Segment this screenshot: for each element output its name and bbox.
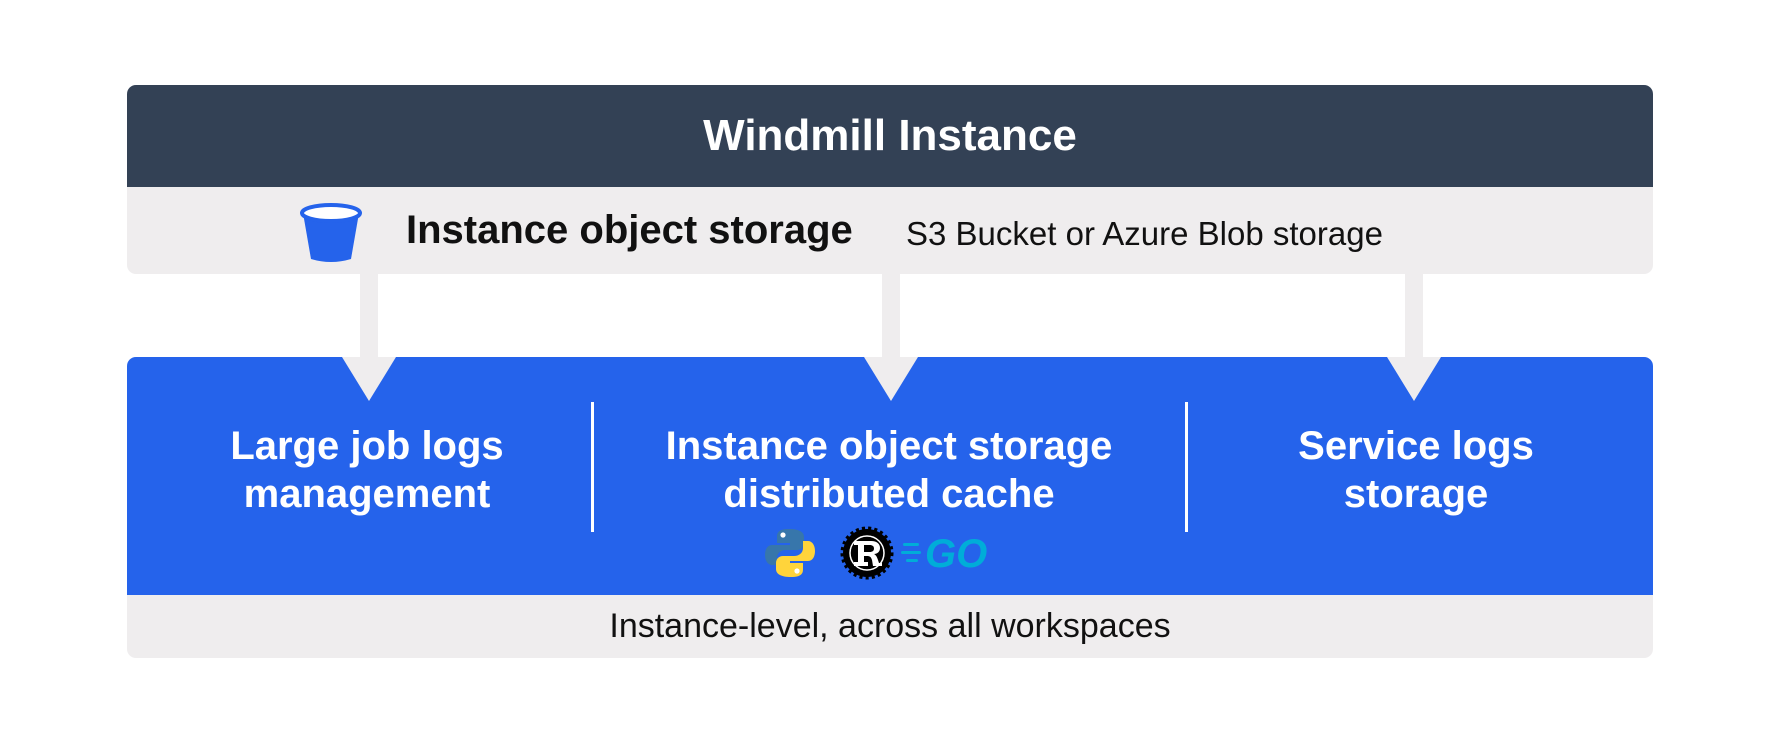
- distributed-cache-line2: distributed cache: [723, 472, 1055, 516]
- instance-title: Windmill Instance: [127, 85, 1653, 187]
- python-icon: [765, 529, 815, 577]
- divider-1: [591, 402, 594, 532]
- distributed-cache-line1: Instance object storage: [665, 424, 1113, 468]
- large-job-logs-line2: management: [243, 472, 491, 516]
- go-logo-text: GO: [925, 532, 987, 574]
- services-area: Large job logs management Instance objec…: [127, 357, 1653, 595]
- service-logs-line1: Service logs: [1298, 424, 1534, 468]
- divider-2: [1185, 402, 1188, 532]
- go-icon: GO: [901, 532, 987, 574]
- instance-card: Windmill Instance Instance object storag…: [127, 85, 1653, 274]
- storage-title: Instance object storage: [406, 208, 853, 252]
- rust-icon: [840, 526, 894, 580]
- service-logs-label: Service logs storage: [1191, 422, 1641, 518]
- service-logs-line2: storage: [1343, 472, 1489, 516]
- bucket-icon: [300, 203, 362, 262]
- large-job-logs-label: Large job logs management: [147, 422, 587, 518]
- arrow-head-2: [864, 357, 918, 401]
- storage-subtitle: S3 Bucket or Azure Blob storage: [906, 215, 1383, 252]
- instance-storage-row: Instance object storage S3 Bucket or Azu…: [127, 187, 1653, 274]
- large-job-logs-line1: Large job logs: [230, 424, 504, 468]
- arrow-head-1: [342, 357, 396, 401]
- connector-2: [882, 274, 900, 360]
- connector-3: [1405, 274, 1423, 360]
- services-card: Large job logs management Instance objec…: [127, 357, 1653, 658]
- connector-1: [360, 274, 378, 360]
- arrow-head-3: [1387, 357, 1441, 401]
- footer-label: Instance-level, across all workspaces: [609, 607, 1171, 645]
- distributed-cache-label: Instance object storage distributed cach…: [597, 422, 1181, 518]
